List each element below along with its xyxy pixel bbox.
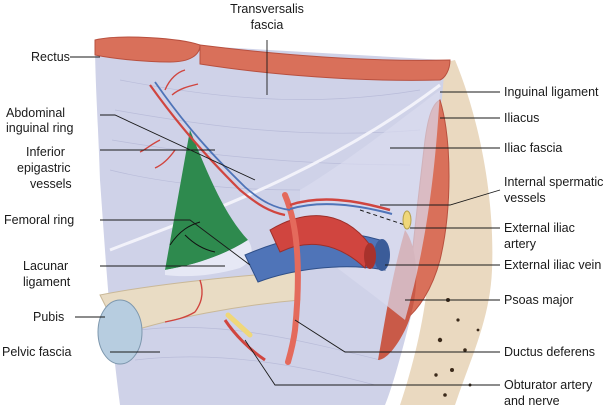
- label-obturator-line2: and nerve: [504, 394, 560, 408]
- lacunar-ligament: [165, 240, 252, 277]
- label-femoral-ring: Femoral ring: [4, 213, 74, 227]
- genitofemoral-nerve: [402, 210, 412, 230]
- leader-lines: [70, 40, 501, 386]
- label-external-iliac-artery-line2: artery: [504, 237, 537, 251]
- spermatic-dashed: [359, 209, 406, 226]
- label-inferior-epigastric-line1: Inferior: [26, 145, 65, 159]
- vein-cut-end: [374, 239, 390, 271]
- label-external-iliac-artery: External iliac artery: [504, 221, 575, 251]
- femoral-ring: [165, 130, 248, 270]
- label-transversalis-line1: Transversalis: [230, 2, 304, 16]
- label-psoas-major: Psoas major: [504, 293, 573, 307]
- abdominal-wall-muscle: [199, 44, 451, 81]
- label-inferior-epigastric-line2: epigastric: [17, 161, 71, 175]
- label-obturator: Obturator artery and nerve: [504, 378, 593, 408]
- label-iliac-fascia: Iliac fascia: [504, 141, 562, 155]
- obturator-artery: [223, 319, 266, 362]
- ductus-deferens: [282, 192, 301, 365]
- label-lacunar-line2: ligament: [23, 275, 71, 289]
- label-abdominal-ring-line2: inguinal ring: [6, 121, 73, 135]
- label-abdominal-ring-line1: Abdominal: [6, 106, 65, 120]
- pubic-symphysis: [97, 299, 143, 365]
- label-internal-spermatic-line2: vessels: [504, 191, 546, 205]
- pubic-branch: [164, 279, 203, 323]
- lymph-lines: [169, 221, 216, 253]
- label-pubis: Pubis: [33, 310, 64, 324]
- label-internal-spermatic: Internal spermatic vessels: [504, 175, 603, 205]
- label-rectus: Rectus: [31, 50, 70, 64]
- label-internal-spermatic-line1: Internal spermatic: [504, 175, 603, 189]
- label-external-iliac-artery-line1: External iliac: [504, 221, 575, 235]
- label-abdominal-ring: Abdominal inguinal ring: [6, 106, 73, 135]
- label-external-iliac-vein: External iliac vein: [504, 258, 601, 272]
- epigastric-branches: [139, 69, 199, 169]
- label-lacunar-line1: Lacunar: [23, 259, 68, 273]
- inferior-epigastric-artery: [149, 84, 286, 217]
- spermatic-artery: [289, 198, 391, 212]
- obturator-nerve: [225, 312, 253, 338]
- label-inferior-epigastric: Inferior epigastric vessels: [17, 145, 72, 191]
- inguinal-ligament: [109, 83, 441, 252]
- inferior-epigastric-vein: [154, 81, 291, 211]
- label-transversalis-line2: fascia: [251, 18, 284, 32]
- spermatic-vein: [289, 203, 393, 215]
- label-iliacus: Iliacus: [504, 111, 539, 125]
- label-ductus-deferens: Ductus deferens: [504, 345, 595, 359]
- label-obturator-line1: Obturator artery: [504, 378, 593, 392]
- rectus-muscle: [94, 36, 201, 63]
- label-pelvic-fascia: Pelvic fascia: [2, 345, 72, 359]
- label-inferior-epigastric-line3: vessels: [30, 177, 72, 191]
- label-transversalis: Transversalis fascia: [230, 2, 304, 32]
- pelvic-bone-right: [400, 60, 493, 405]
- artery-cut-end: [364, 243, 376, 269]
- label-inguinal-ligament: Inguinal ligament: [504, 85, 599, 99]
- label-lacunar: Lacunar ligament: [23, 259, 71, 289]
